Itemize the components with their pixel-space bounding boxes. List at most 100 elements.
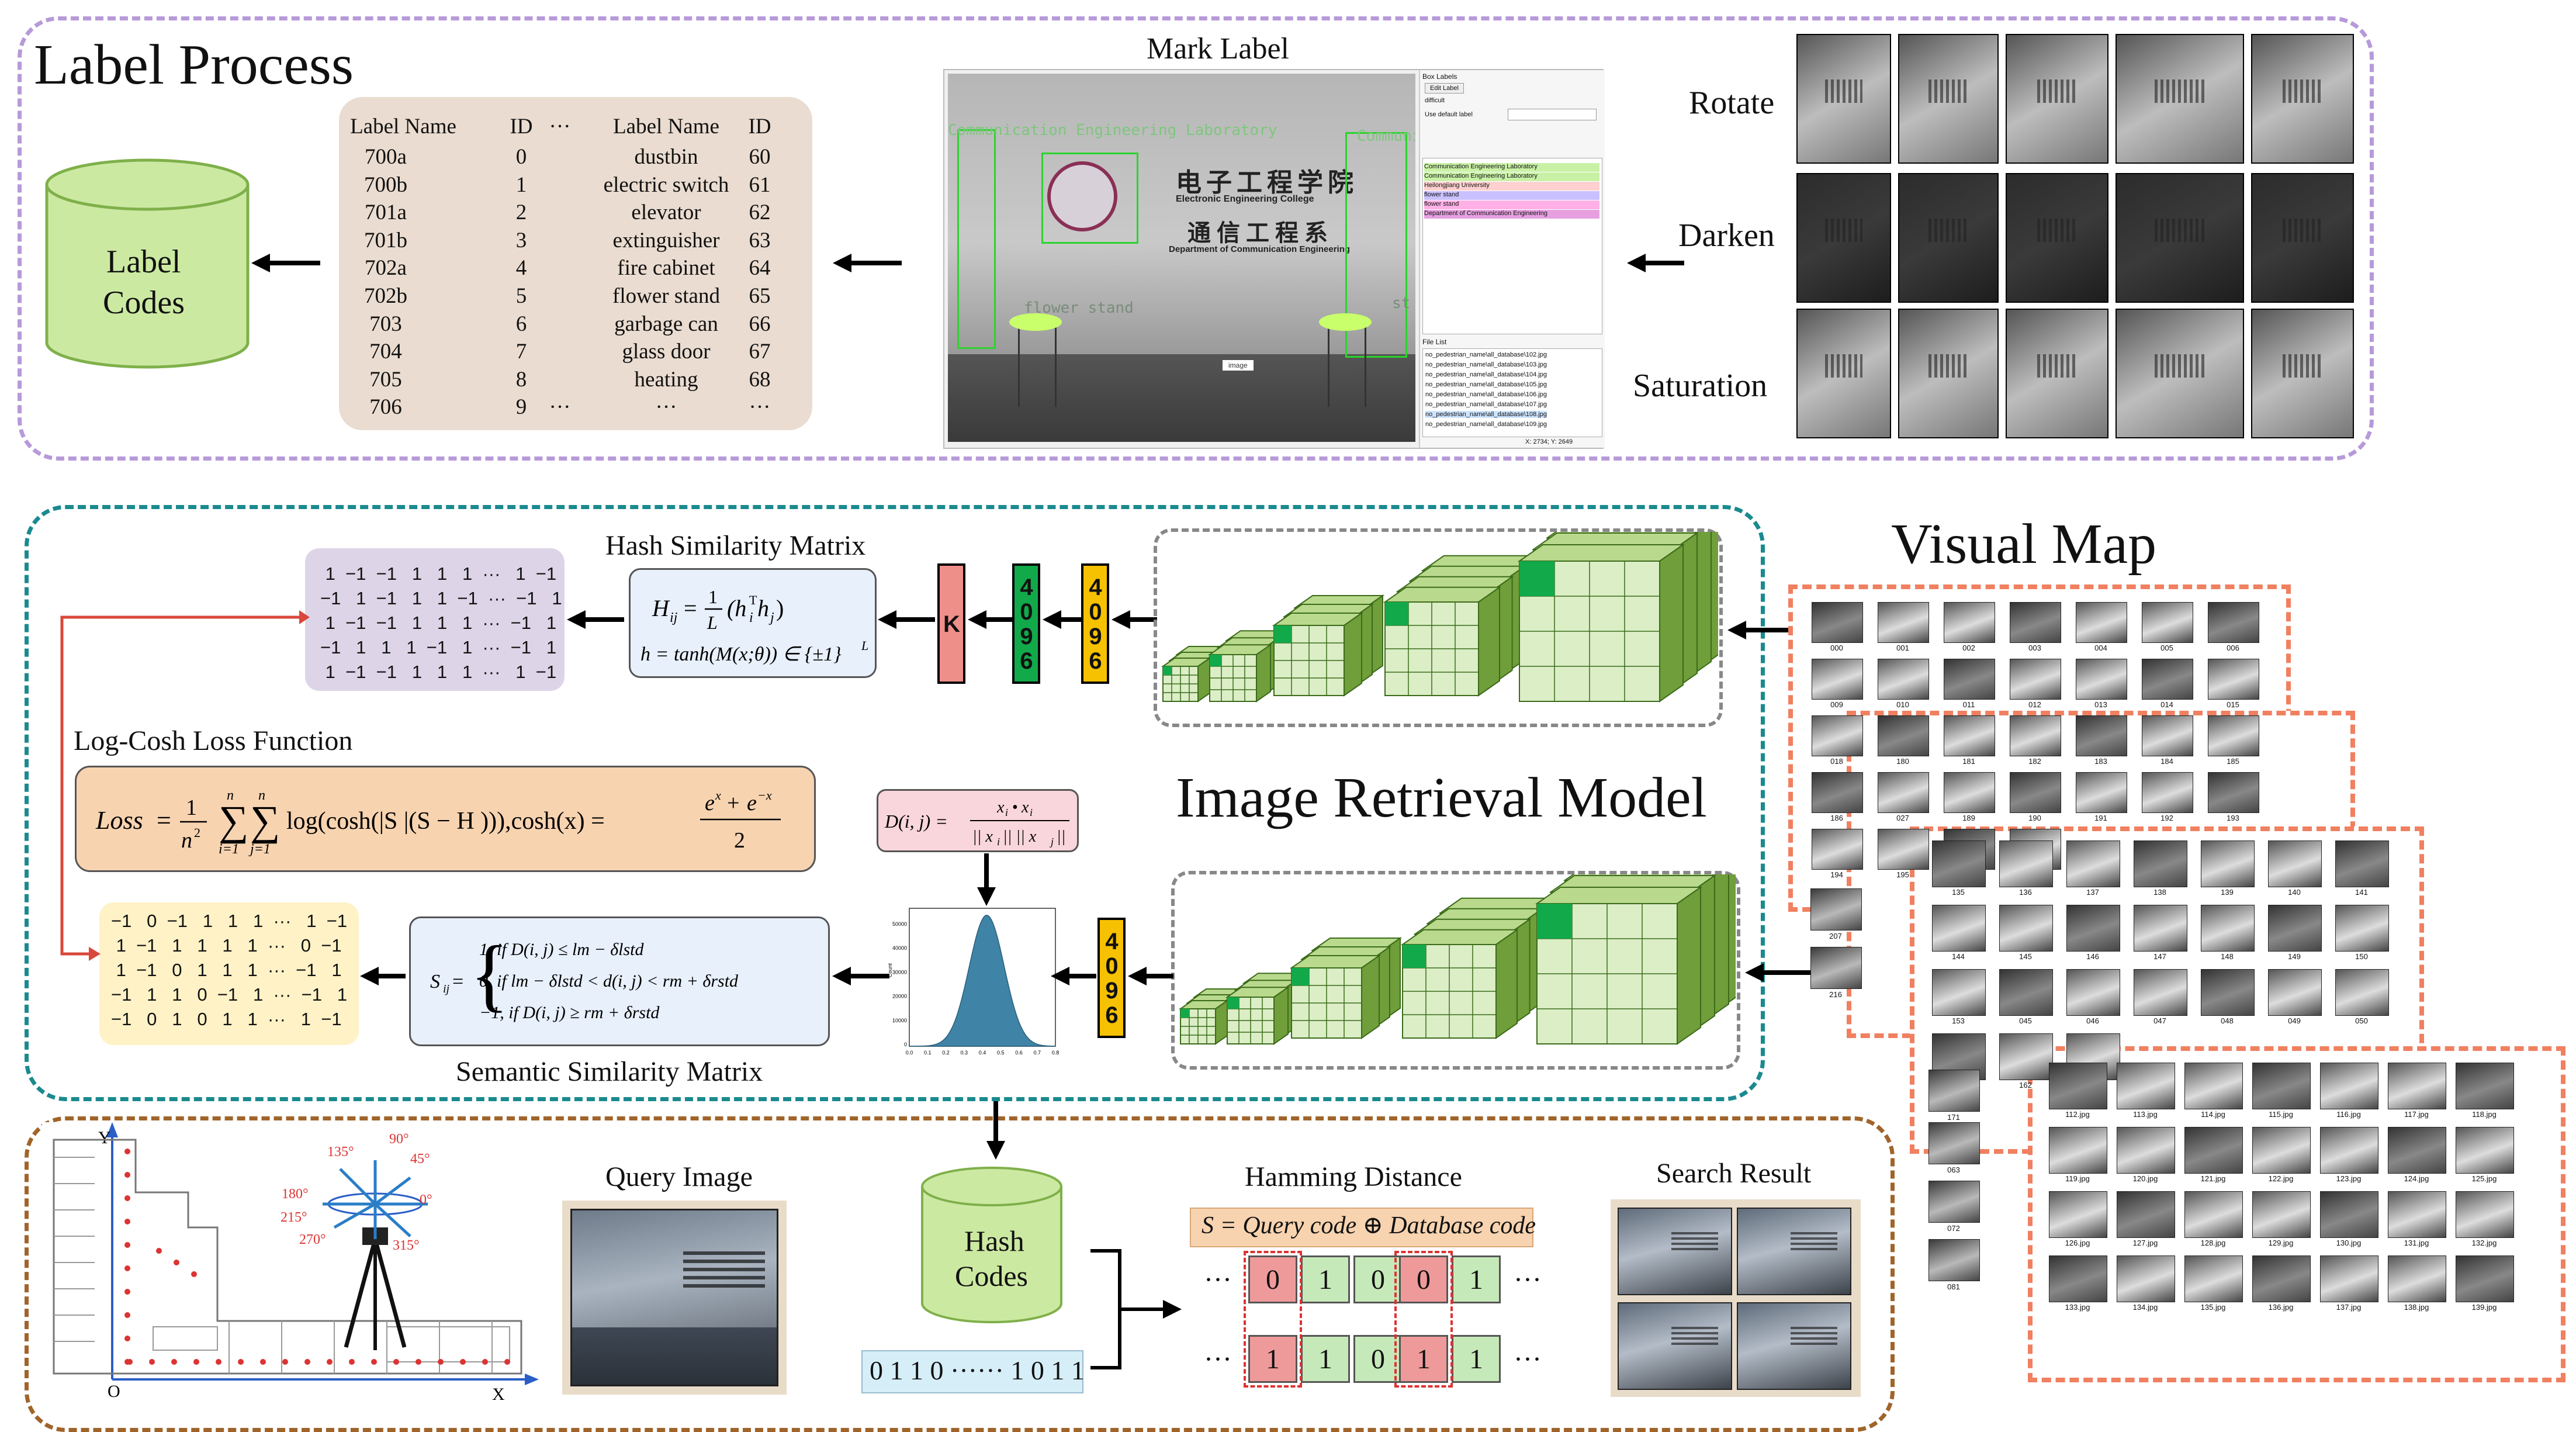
table-cell: fire cabinet	[617, 256, 715, 281]
semantic-case-3: −1, if D(i, j) ≥ rm + δrstd	[479, 1003, 660, 1022]
camera-angle-label: 135°	[327, 1144, 354, 1160]
map-thumbnail-label: 048	[2221, 1016, 2234, 1025]
loss-formula-body: log(cosh(|S |(S − H ))),cosh(x) =	[286, 808, 605, 835]
label-list-item[interactable]: Department of Communication Engineering	[1424, 210, 1599, 219]
table-cell: 704	[369, 340, 402, 364]
table-cell: 1	[515, 172, 527, 197]
svg-text:L: L	[861, 638, 868, 653]
hamming-bit: 0	[1248, 1255, 1297, 1303]
arrow-k-to-formula	[878, 610, 935, 629]
file-list-item[interactable]: no_pedestrian_name\all_database\106.jpg	[1425, 391, 1547, 398]
semantic-formula-box	[409, 916, 830, 1046]
arrow-map-to-cnn-bottom	[1745, 963, 1814, 982]
matrix-row: −1 0 −1 1 1 1 ··· 1 −1	[111, 911, 348, 931]
map-side-label: 207	[1829, 932, 1842, 940]
label-list-item[interactable]: Communication Engineering Laboratory	[1424, 163, 1599, 172]
svg-text:j: j	[768, 610, 774, 625]
map-thumbnail-label: 193	[2227, 814, 2239, 822]
file-list-item[interactable]: no_pedestrian_name\all_database\105.jpg	[1425, 381, 1547, 388]
arrow-cnn-bottom-to-fc	[1128, 967, 1173, 985]
default-label-checkbox[interactable]: Use default label	[1425, 111, 1473, 118]
map-thumbnail-label: 009	[1830, 700, 1843, 709]
svg-text:−x: −x	[757, 788, 772, 803]
distance-formula: D(i, j) = x i • x i || x i || || x j ||	[884, 798, 1069, 848]
map-thumbnail	[2134, 905, 2187, 952]
loss-formula: Loss = 1 n 2 ∑ n i=1 ∑ n j=1 log(cosh(|S…	[95, 788, 781, 857]
map-thumbnail	[2320, 1255, 2378, 1302]
file-list-item[interactable]: no_pedestrian_name\all_database\109.jpg	[1425, 421, 1547, 428]
map-thumbnail-label: 120.jpg	[2132, 1174, 2158, 1183]
search-result-image	[1737, 1208, 1851, 1295]
map-thumbnail	[2049, 1191, 2107, 1238]
bits-ellipsis-right: ···	[1514, 1344, 1542, 1375]
hist-xtick: 0.6	[1015, 1050, 1023, 1056]
map-thumbnail-label: 137.jpg	[2336, 1303, 2362, 1312]
arrow-to-semantic-matrix	[360, 967, 406, 985]
file-list-item[interactable]: no_pedestrian_name\all_database\103.jpg	[1425, 361, 1547, 368]
table-cell: heating	[634, 367, 698, 392]
map-thumbnail-label: 139.jpg	[2471, 1303, 2497, 1312]
table-cell: 4	[515, 256, 527, 281]
map-thumbnail-label: 153	[1952, 1016, 1965, 1025]
file-list-item[interactable]: no_pedestrian_name\all_database\102.jpg	[1425, 351, 1547, 358]
map-thumbnail-label: 185	[2227, 757, 2239, 766]
annotation-box-3	[1345, 132, 1407, 358]
camera-angle-label: 90°	[389, 1132, 409, 1147]
edit-label-button[interactable]: Edit Label	[1425, 83, 1464, 94]
cnn-backbone-bottom	[1178, 874, 1736, 1045]
map-thumbnail-label: 125.jpg	[2471, 1174, 2497, 1183]
map-side-thumbnail	[1928, 1239, 1980, 1281]
map-thumbnail	[1812, 772, 1863, 813]
map-thumbnail-label: 015	[2227, 700, 2239, 709]
label-list-item[interactable]: Communication Engineering Laboratory	[1424, 172, 1599, 181]
arrow-fc-to-hist	[1051, 967, 1096, 985]
hash-formula-box	[629, 568, 877, 678]
augmented-image	[2115, 34, 2244, 164]
svg-text:n: n	[181, 828, 192, 853]
label-list-item[interactable]: flower stand	[1424, 191, 1599, 200]
table-header-cell: ID	[748, 115, 771, 139]
distance-formula-lhs: D(i, j) =	[884, 811, 948, 832]
table-cell: 62	[749, 200, 771, 225]
map-thumbnail-label: 124.jpg	[2404, 1174, 2429, 1183]
svg-text:•: •	[1012, 798, 1018, 817]
hamming-bit: 0	[1399, 1255, 1448, 1303]
map-thumbnail	[2320, 1127, 2378, 1174]
map-thumbnail	[2456, 1255, 2514, 1302]
label-list-item[interactable]: Heilongjiang University	[1424, 182, 1599, 191]
map-thumbnail	[2201, 840, 2255, 887]
floor-axis-y: Y	[98, 1128, 111, 1147]
map-thumbnail	[2117, 1063, 2175, 1109]
file-list-item[interactable]: no_pedestrian_name\all_database\104.jpg	[1425, 371, 1547, 378]
arrow-to-label-codes	[251, 254, 320, 272]
svg-text:n: n	[227, 788, 234, 803]
map-thumbnail-label: 136.jpg	[2268, 1303, 2294, 1312]
label-list-item[interactable]: flower stand	[1424, 200, 1599, 209]
file-list-item[interactable]: no_pedestrian_name\all_database\108.jpg	[1425, 411, 1547, 418]
map-thumbnail	[1812, 715, 1863, 756]
map-side-label: 171	[1947, 1113, 1960, 1122]
label-process-frame	[18, 16, 2374, 461]
map-thumbnail-label: 150	[2355, 952, 2368, 961]
map-thumbnail-label: 184	[2160, 757, 2173, 766]
default-label-input[interactable]	[1508, 109, 1597, 120]
difficult-checkbox[interactable]: difficult	[1425, 97, 1445, 104]
map-thumbnail-label: 005	[2160, 644, 2173, 652]
map-thumbnail	[2049, 1063, 2107, 1109]
hist-ylabel: Count	[887, 963, 893, 977]
loss-feedback-line	[60, 610, 310, 961]
svg-text:∑: ∑	[219, 797, 248, 844]
map-thumbnail-label: 186	[1830, 814, 1843, 822]
map-side-thumbnail	[1928, 1122, 1980, 1164]
file-list-item[interactable]: no_pedestrian_name\all_database\107.jpg	[1425, 401, 1547, 408]
table-header-cell: ···	[549, 115, 571, 139]
hist-ytick: 20000	[892, 994, 907, 999]
map-thumbnail	[1999, 1033, 2053, 1080]
arrow-cnn-top-to-fc	[1112, 610, 1157, 629]
labelimg-canvas[interactable]: 电子工程学院 Electronic Engineering College 通信…	[948, 74, 1415, 442]
map-thumbnail-label: 117.jpg	[2404, 1110, 2429, 1119]
